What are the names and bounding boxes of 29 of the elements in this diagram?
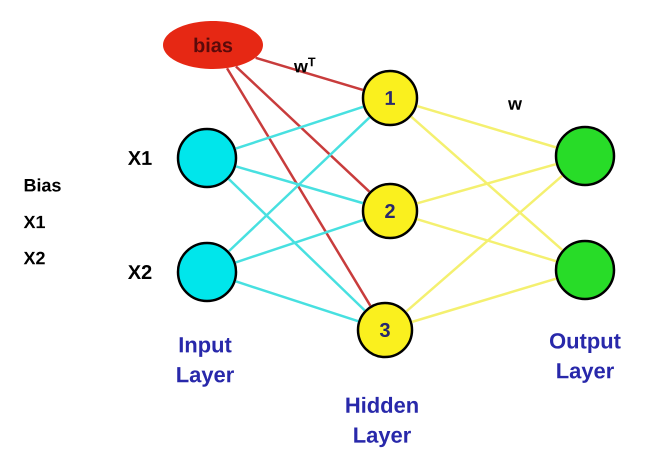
neuron-label: X2 [128,265,152,279]
output-neuron [554,240,616,300]
connection-line [235,106,364,150]
connection-line [406,174,563,312]
connection-line [255,56,364,92]
weight-label: w$^{T}$ [294,58,316,72]
label: X2 [24,252,45,264]
output-neuron [554,126,616,186]
connection-line [416,218,556,262]
neuron-label: X1 [128,151,152,165]
connection-line [235,218,364,264]
label: X1 [24,216,45,228]
connection-line [236,165,364,204]
connection-line [235,280,359,322]
connection-line [228,116,370,252]
hidden-neuron: 2 [362,182,418,240]
hidden-neuron: 1 [362,70,418,126]
weight-label: w [508,100,522,110]
connection-line [226,68,372,306]
connection-line [416,163,556,205]
connection-line [235,66,370,193]
connection-line [412,277,556,324]
hidden-neuron: 3 [356,302,414,358]
connection-line [416,104,556,149]
input-neuron [176,242,238,302]
label: Bias [24,178,61,192]
connection-line [228,178,366,312]
input-neuron [176,128,238,188]
connection-line [410,116,564,251]
